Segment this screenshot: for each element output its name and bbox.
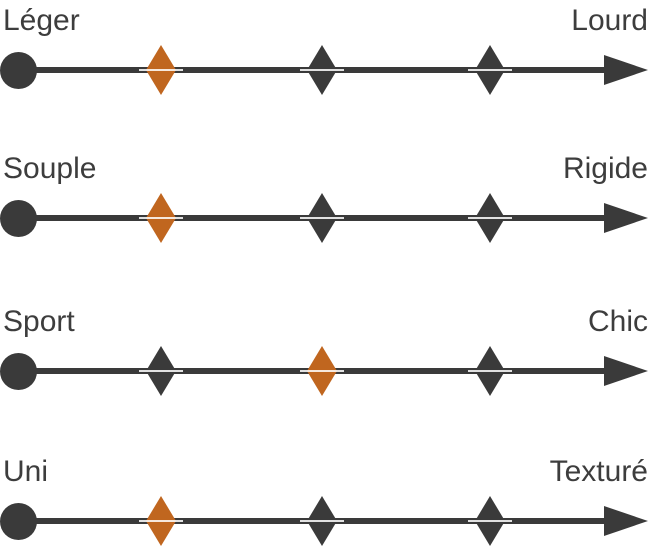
marker-stripe: [300, 370, 344, 372]
marker-stripe: [300, 69, 344, 71]
marker-stripe: [468, 217, 512, 219]
scale-labels: Uni Texturé: [0, 455, 651, 491]
axis-arrowhead-icon: [604, 203, 648, 233]
marker-stripe: [139, 69, 183, 71]
scale-row-uni-texture: Uni Texturé: [0, 455, 651, 546]
scale-left-label: Souple: [3, 152, 97, 185]
axis-arrowhead-icon: [604, 356, 648, 386]
scale-row-souple-rigide: Souple Rigide: [0, 152, 651, 248]
scale-row-sport-chic: Sport Chic: [0, 305, 651, 401]
scale-left-label: Léger: [3, 4, 80, 37]
scale-left-label: Sport: [3, 305, 75, 338]
scale-right-label: Texturé: [549, 455, 648, 488]
marker-stripe: [300, 217, 344, 219]
scale-right-label: Lourd: [571, 4, 648, 37]
scale-axis: [0, 341, 651, 401]
marker-stripe: [468, 370, 512, 372]
scale-axis: [0, 491, 651, 546]
marker-stripe: [139, 520, 183, 522]
marker-stripe: [468, 520, 512, 522]
marker-stripe: [300, 520, 344, 522]
scale-axis: [0, 40, 651, 100]
scale-axis: [0, 188, 651, 248]
marker-stripe: [139, 217, 183, 219]
marker-stripe: [139, 370, 183, 372]
scale-left-label: Uni: [3, 455, 49, 488]
scale-labels: Sport Chic: [0, 305, 651, 341]
scale-right-label: Rigide: [562, 152, 648, 185]
scale-row-leger-lourd: Léger Lourd: [0, 4, 651, 100]
scale-right-label: Chic: [587, 305, 648, 338]
axis-arrowhead-icon: [604, 55, 648, 85]
scale-labels: Souple Rigide: [0, 152, 651, 188]
axis-arrowhead-icon: [604, 506, 648, 536]
marker-stripe: [468, 69, 512, 71]
scale-labels: Léger Lourd: [0, 4, 651, 40]
